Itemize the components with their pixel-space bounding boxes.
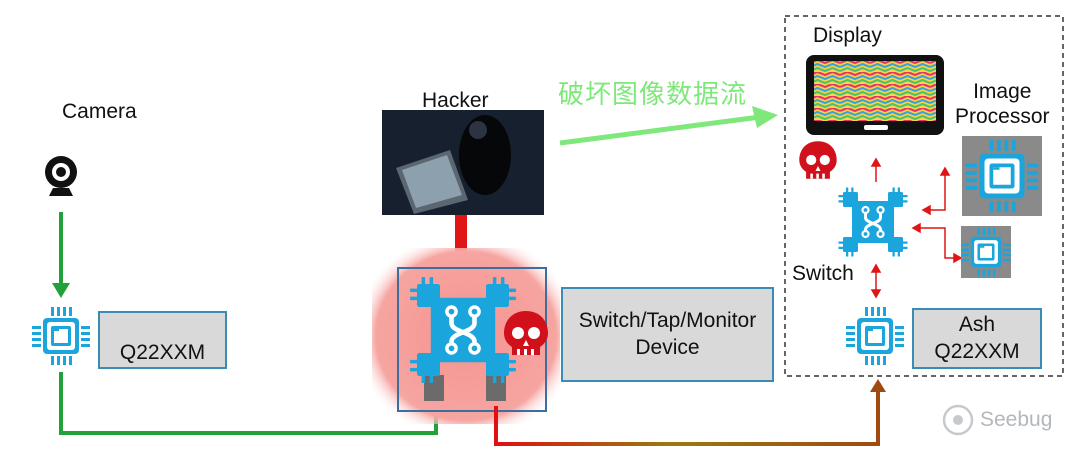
hacker-image — [382, 110, 544, 215]
chip-icon — [846, 307, 904, 365]
image-processor-line1: Image — [973, 80, 1032, 103]
watermark-text: Seebug — [980, 408, 1053, 431]
internal-links — [870, 157, 963, 299]
skull-icon — [799, 141, 837, 179]
chip-icon — [32, 307, 90, 365]
ash-line1: Ash — [958, 313, 996, 337]
camera-label: Camera — [62, 100, 137, 123]
image-processor-label: Image Processor — [955, 80, 1050, 130]
caption-arrow — [559, 114, 761, 146]
switch-tap-monitor-line1: Switch/Tap/Monitor — [578, 309, 757, 333]
camera-icon — [45, 156, 77, 196]
tapped-link-path — [494, 390, 880, 446]
ash-q22xxm-box: Ash Q22XXM — [912, 308, 1042, 369]
arrow-head — [870, 379, 886, 392]
switch-icon — [837, 186, 909, 258]
display-icon — [806, 55, 944, 135]
seebug-logo-icon — [942, 404, 974, 436]
switch-label: Switch — [792, 262, 854, 285]
arrow-head — [752, 106, 778, 128]
switch-tap-monitor-line2: Device — [635, 335, 700, 359]
display-label: Display — [813, 24, 882, 47]
attack-caption: 破坏图像数据流 — [558, 80, 748, 110]
q22xxm-box: Q22XXM — [98, 311, 227, 369]
hacker-label: Hacker — [422, 89, 489, 112]
target-system-boundary — [784, 15, 1064, 377]
image-processor-line2: Processor — [955, 104, 1050, 128]
ash-line2: Q22XXM — [934, 339, 1020, 363]
arrow-head — [52, 283, 70, 298]
switch-tap-monitor-box: Switch/Tap/Monitor Device — [561, 287, 774, 382]
